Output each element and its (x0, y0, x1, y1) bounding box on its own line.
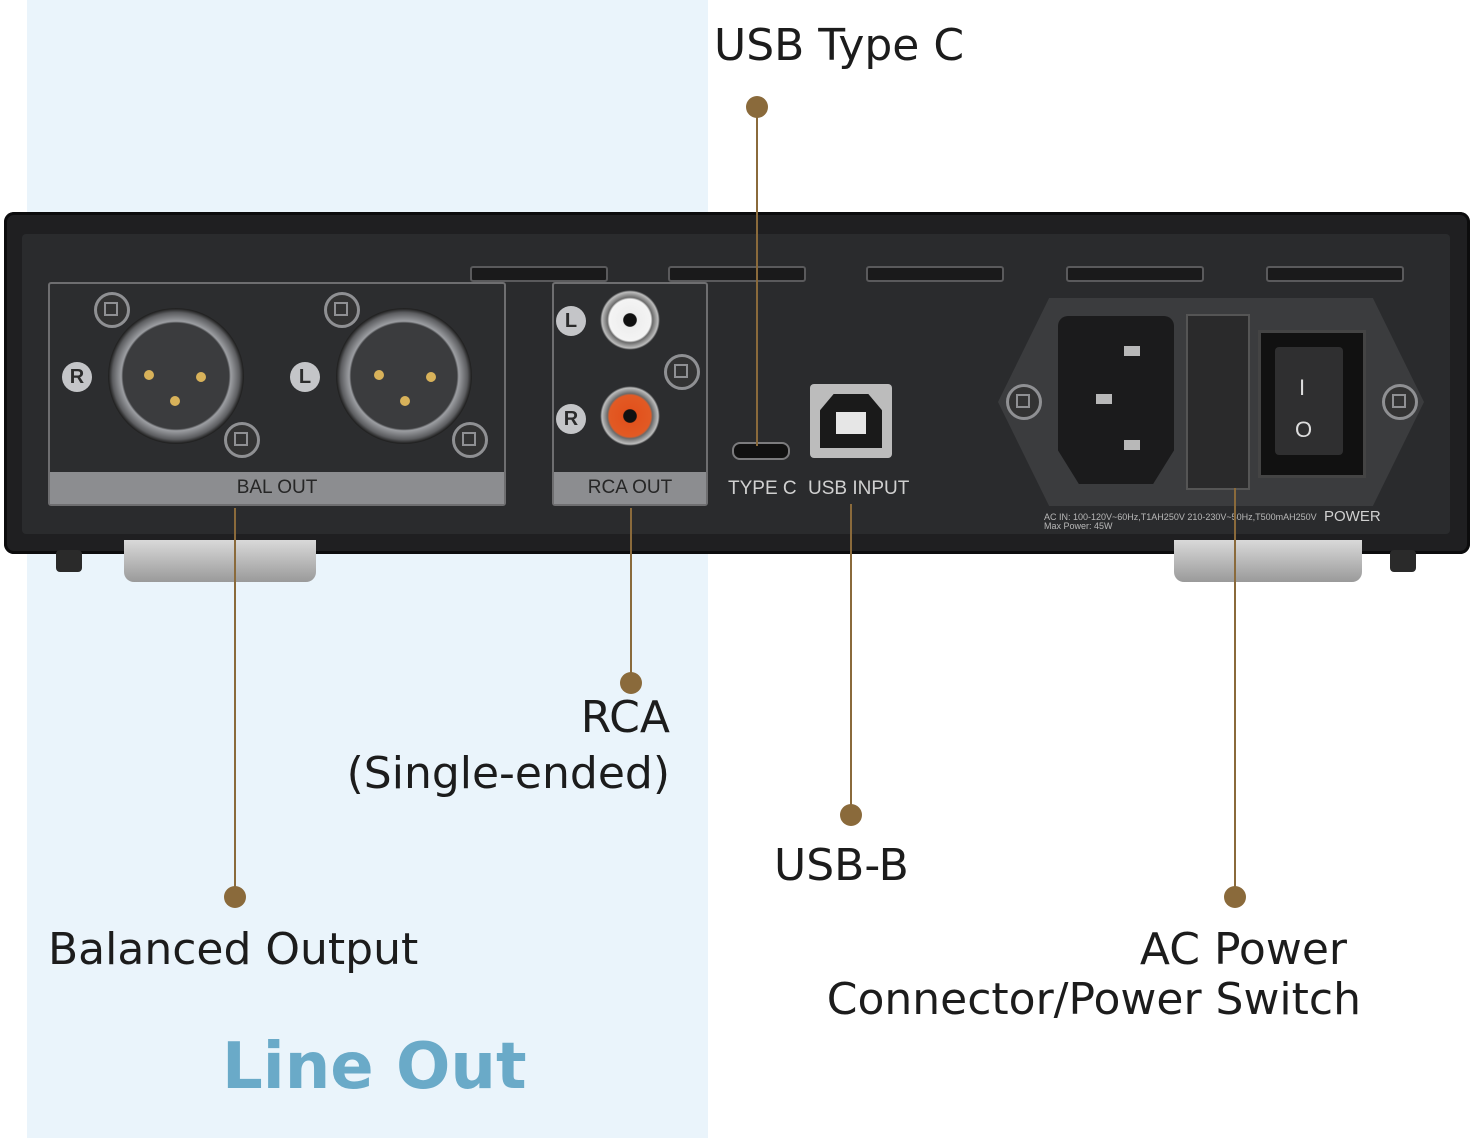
vent-slot (866, 266, 1004, 282)
line-out-title: Line Out (222, 1030, 527, 1104)
vent-slot (470, 266, 608, 282)
device-foot-left (124, 540, 316, 582)
rca-jack-right[interactable] (598, 384, 662, 448)
mounting-screw-icon (324, 292, 360, 328)
leader-line-usb-b (850, 504, 852, 816)
leader-dot-usb-c (746, 96, 768, 118)
leader-dot-balanced (224, 886, 246, 908)
channel-badge-left: L (556, 306, 586, 336)
xlr-connector-left[interactable] (336, 308, 472, 444)
leader-dot-ac (1224, 886, 1246, 908)
bal-out-label: BAL OUT (50, 472, 504, 504)
leader-line-ac (1234, 488, 1236, 898)
power-label: POWER (1324, 508, 1381, 525)
xlr-connector-right[interactable] (108, 308, 244, 444)
callout-usb-b: USB-B (774, 840, 909, 891)
power-switch[interactable]: I O (1258, 330, 1366, 478)
callout-ac-line2: Connector/Power Switch (826, 974, 1361, 1025)
ac-spec-line2: Max Power: 45W (1044, 521, 1113, 531)
rca-jack-left[interactable] (598, 288, 662, 352)
mounting-screw-icon (94, 292, 130, 328)
xlr-pin (426, 372, 436, 382)
iec-power-inlet[interactable] (1058, 316, 1174, 484)
vent-slot (668, 266, 806, 282)
rca-out-label: RCA OUT (554, 472, 706, 504)
usb-type-c-port[interactable] (732, 442, 790, 460)
vent-slot (1066, 266, 1204, 282)
channel-badge-left: L (290, 362, 320, 392)
leader-dot-rca (620, 672, 642, 694)
fuse-holder[interactable] (1186, 314, 1250, 490)
callout-ac-line1: AC Power (1139, 924, 1347, 975)
xlr-pin (374, 370, 384, 380)
mounting-screw-icon (1006, 384, 1042, 420)
mounting-screw-icon (224, 422, 260, 458)
leader-dot-usb-b (840, 804, 862, 826)
inlet-pin (1124, 346, 1140, 356)
inlet-pin (1096, 394, 1112, 404)
xlr-pin (144, 370, 154, 380)
mounting-screw-icon (1382, 384, 1418, 420)
usb-b-port[interactable] (810, 384, 892, 458)
callout-balanced-output: Balanced Output (48, 924, 419, 975)
foot-screw (56, 550, 82, 572)
leader-line-balanced (234, 508, 236, 898)
switch-rocker (1275, 347, 1343, 455)
leader-line-usb-c (756, 106, 758, 446)
switch-off-mark: O (1295, 417, 1313, 442)
device-foot-right (1174, 540, 1362, 582)
xlr-pin (196, 372, 206, 382)
switch-on-mark: I (1299, 375, 1306, 400)
ac-spec-line1: AC IN: 100-120V~60Hz,T1AH250V 210-230V~5… (1044, 512, 1317, 522)
callout-rca-line2: (Single-ended) (346, 748, 670, 799)
type-c-label: TYPE C (728, 478, 797, 499)
xlr-pin (170, 396, 180, 406)
usb-input-label: USB INPUT (808, 478, 910, 499)
channel-badge-right: R (556, 404, 586, 434)
xlr-pin (400, 396, 410, 406)
inlet-pin (1124, 440, 1140, 450)
leader-line-rca (630, 508, 632, 682)
mounting-screw-icon (452, 422, 488, 458)
mounting-screw-icon (664, 354, 700, 390)
vent-slot (1266, 266, 1404, 282)
foot-screw (1390, 550, 1416, 572)
usb-b-tongue (836, 412, 866, 434)
callout-usb-type-c: USB Type C (714, 20, 965, 71)
channel-badge-right: R (62, 362, 92, 392)
callout-rca-line1: RCA (580, 692, 670, 743)
